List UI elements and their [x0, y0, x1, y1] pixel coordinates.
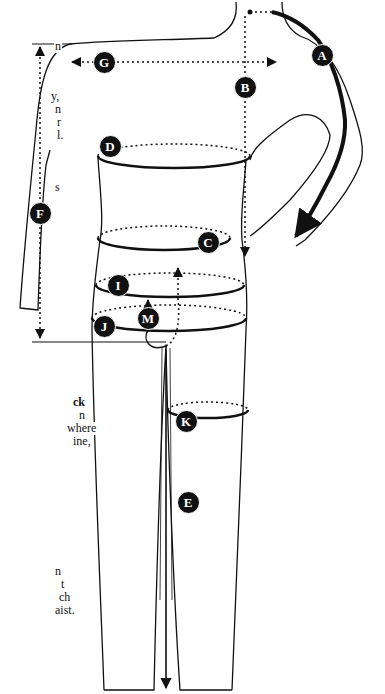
note-fragment: n — [54, 565, 62, 578]
note-fragment: t — [60, 578, 65, 591]
inseam-line — [165, 350, 167, 688]
callout-letter: M — [137, 307, 160, 330]
callout-letter-text: J — [101, 320, 108, 333]
callout-letter: G — [93, 51, 116, 74]
right-body-outline — [232, 160, 247, 690]
callout-letter-text: G — [99, 56, 109, 69]
callout-letter-text: K — [181, 415, 191, 428]
neck-waist-line — [244, 16, 246, 256]
note-fragment: ck — [72, 396, 86, 409]
callout-letter: J — [93, 315, 116, 338]
note-fragment: l. — [56, 129, 64, 142]
callout-letter: D — [99, 135, 122, 158]
callout-letter-text: C — [203, 236, 212, 249]
note-fragment: r — [56, 116, 62, 129]
note-fragment: ch — [58, 591, 71, 604]
arm-length-line — [272, 12, 345, 236]
callout-letter-text: D — [105, 140, 114, 153]
girth-lines — [92, 144, 250, 418]
callout-letter: A — [311, 44, 334, 67]
note-fragment: n — [78, 409, 86, 422]
callout-letter: K — [175, 410, 198, 433]
note-fragment: s — [54, 181, 61, 194]
note-fragment: where — [66, 422, 97, 435]
left-arm-outline — [20, 38, 214, 310]
right-arm-inner — [250, 115, 330, 236]
callout-letter-text: B — [241, 81, 250, 94]
callout-letter: E — [177, 491, 200, 514]
note-fragment: n — [54, 40, 62, 53]
callout-letter: F — [29, 202, 52, 225]
callout-letter: C — [197, 231, 220, 254]
callout-letter-text: A — [317, 49, 326, 62]
callout-letter: B — [234, 76, 257, 99]
legs-outline — [104, 345, 232, 690]
note-fragment: y, — [50, 90, 60, 103]
callout-letter-text: I — [115, 279, 120, 292]
note-fragment: n — [54, 103, 62, 116]
note-fragment: ine, — [72, 435, 92, 448]
callout-letter-text: M — [142, 312, 154, 325]
neck-outline — [214, 2, 236, 38]
note-fragment: aist. — [54, 604, 76, 617]
torso-height-line — [39, 47, 41, 338]
callout-letter-text: F — [36, 207, 44, 220]
callout-letter: I — [107, 274, 130, 297]
callout-letter-text: E — [184, 496, 193, 509]
